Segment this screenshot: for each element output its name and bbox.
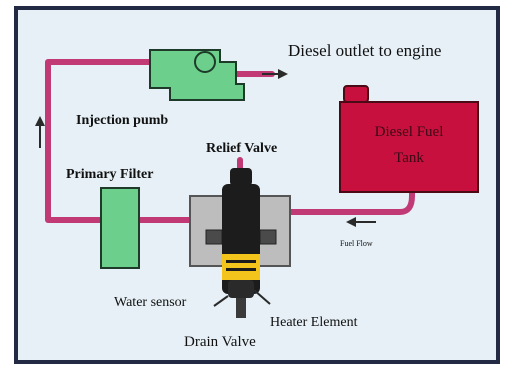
injection-pump-label: Injection pumb xyxy=(76,113,168,128)
water-sensor-lead xyxy=(213,295,229,307)
injection-pump xyxy=(149,49,245,101)
heater-band xyxy=(222,254,260,280)
heater-element-label: Heater Element xyxy=(270,315,358,330)
fuel-flow-label: Fuel Flow xyxy=(340,239,373,248)
arrow-left-icon xyxy=(346,217,376,227)
arrow-up-icon xyxy=(35,116,45,148)
drain-valve-stem xyxy=(236,298,246,318)
outlet-label: Diesel outlet to engine xyxy=(288,41,441,60)
arrow-right-icon xyxy=(262,69,288,79)
primary-filter xyxy=(100,187,140,269)
water-sensor-label: Water sensor xyxy=(114,295,187,310)
primary-filter-label: Primary Filter xyxy=(66,167,153,182)
tank-label-line2: Tank xyxy=(394,150,424,166)
heater-stripe-1 xyxy=(226,260,256,263)
separator-bowl xyxy=(228,280,254,298)
relief-valve-cap xyxy=(230,168,252,186)
diesel-fuel-tank xyxy=(339,85,479,193)
heater-lead xyxy=(253,289,271,305)
separator-bracket-right xyxy=(259,229,277,245)
tank-label-line1: Diesel Fuel xyxy=(375,124,444,140)
drain-valve-label: Drain Valve xyxy=(184,334,256,350)
heater-stripe-2 xyxy=(226,268,256,271)
tank-cap xyxy=(343,85,369,103)
fuel-line-pump-loop xyxy=(45,59,153,223)
fuel-line-tank-return xyxy=(247,187,415,215)
relief-valve-label: Relief Valve xyxy=(206,141,277,156)
separator-bracket-left xyxy=(205,229,223,245)
water-separator xyxy=(189,168,291,318)
